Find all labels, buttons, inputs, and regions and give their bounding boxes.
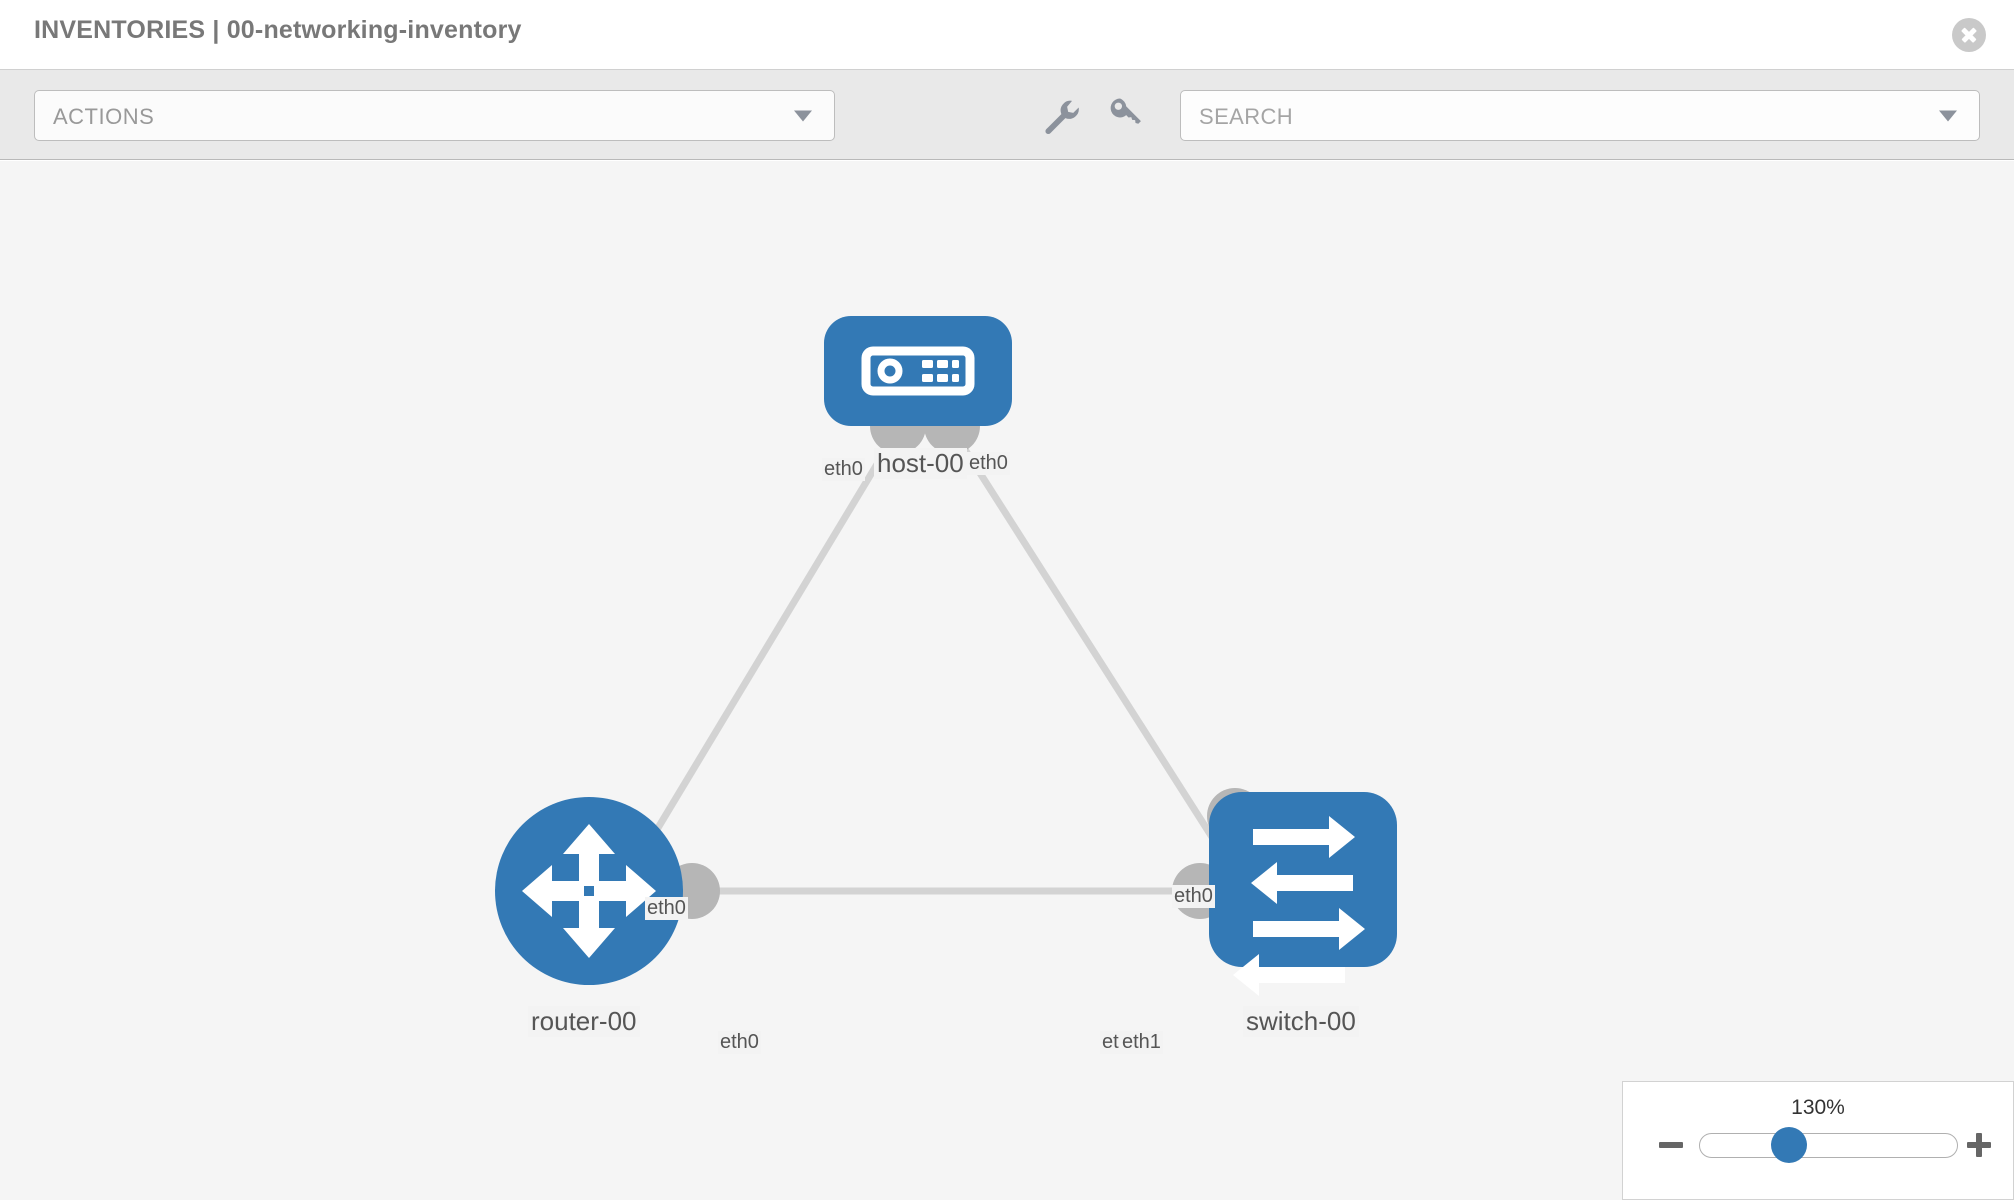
topology-graph [495,316,1397,996]
zoom-in-button[interactable] [1964,1130,1994,1160]
zoom-slider-track[interactable] [1699,1133,1958,1158]
node-switch-00 [1209,792,1397,996]
plus-icon-vertical [1976,1133,1982,1157]
topology-canvas[interactable]: host-00 router-00 switch-00 eth0 eth0 et… [0,161,2014,1200]
iface-label-host-left: eth0 [822,458,865,481]
toolbar: ACTIONS SEARCH [0,70,2014,160]
node-label-host-00: host-00 [874,448,967,479]
node-label-switch-00: switch-00 [1243,1006,1359,1037]
wrench-icon[interactable] [1040,94,1082,136]
zoom-slider-handle[interactable] [1771,1127,1807,1163]
iface-label-host-right: eth0 [967,452,1010,475]
search-input[interactable]: SEARCH [1180,90,1980,141]
iface-label-router-up: eth0 [645,897,688,920]
actions-dropdown-label: ACTIONS [53,104,155,129]
chevron-down-icon[interactable] [1939,110,1957,121]
topology-edges [617,424,1243,895]
zoom-level-value: 130% [1791,1096,1845,1119]
zoom-out-button[interactable] [1656,1130,1686,1160]
edge-host-router [617,424,903,893]
chevron-down-icon [794,110,812,121]
page-title: INVENTORIES | 00-networking-inventory [34,16,522,44]
search-placeholder: SEARCH [1199,104,1294,129]
zoom-control: 130% [1622,1081,2014,1200]
iface-label-switch-up: eth0 [1172,885,1215,908]
node-label-router-00: router-00 [528,1006,640,1037]
actions-dropdown[interactable]: ACTIONS [34,90,835,141]
node-host-00 [824,316,1012,426]
key-icon[interactable] [1104,94,1146,136]
iface-label-switch-left: eth1 [1120,1031,1163,1054]
node-router-00 [495,797,683,985]
app-header: INVENTORIES | 00-networking-inventory [0,0,2014,70]
minus-icon [1659,1142,1683,1148]
iface-label-router-right: eth0 [718,1031,761,1054]
edge-host-switch [947,424,1243,883]
close-icon[interactable] [1952,18,1986,52]
